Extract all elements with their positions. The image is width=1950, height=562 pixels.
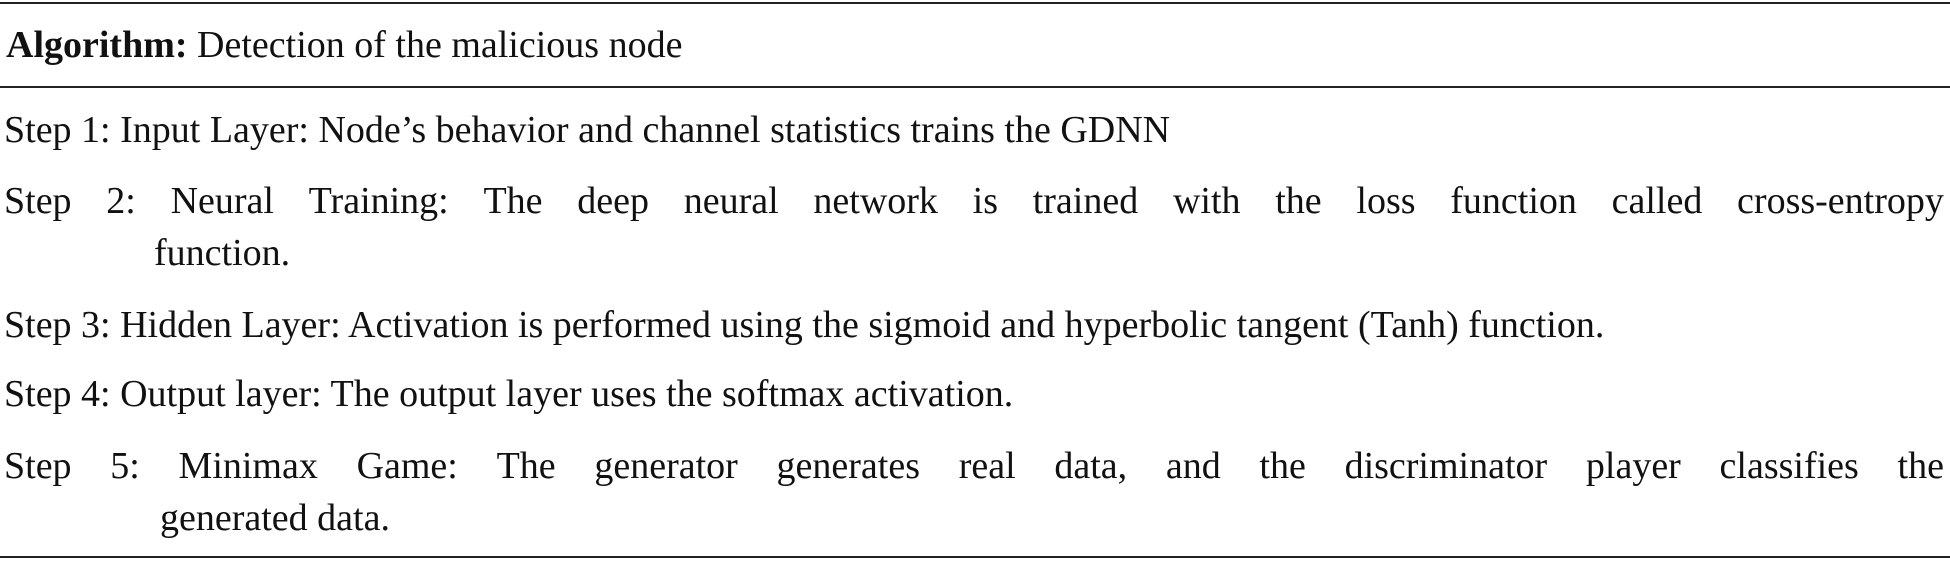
word: data, (1054, 445, 1128, 487)
step-4-line-1: Step 4: Output layer: The output layer u… (4, 373, 1014, 415)
word: real (958, 445, 1016, 487)
algorithm-header: Algorithm: Detection of the malicious no… (6, 22, 682, 68)
word: the (1275, 180, 1322, 222)
step-1: Step 1: Input Layer: Node’s behavior and… (4, 104, 1944, 156)
step-1-line-1: Step 1: Input Layer: Node’s behavior and… (4, 109, 1171, 151)
word: neural (683, 180, 779, 222)
word: The (496, 445, 556, 487)
word: 5: (110, 445, 140, 487)
word: Minimax (178, 445, 318, 487)
word: The (483, 180, 543, 222)
word: with (1172, 180, 1241, 222)
word: the (1259, 445, 1306, 487)
word: is (972, 180, 998, 222)
word: Step (4, 445, 72, 487)
word: function (1450, 180, 1577, 222)
bottom-rule (0, 556, 1950, 558)
step-4: Step 4: Output layer: The output layer u… (4, 368, 1944, 420)
word: deep (577, 180, 649, 222)
step-5-line-2: generated data. (160, 497, 390, 539)
algorithm-label: Algorithm: (6, 24, 188, 66)
word: Training: (308, 180, 449, 222)
word: generator (594, 445, 738, 487)
word: loss (1356, 180, 1416, 222)
word: player (1585, 445, 1681, 487)
algorithm-title: Detection of the malicious node (197, 24, 683, 66)
step-2-line-2: function. (154, 232, 291, 274)
word: Step (4, 180, 72, 222)
word: and (1165, 445, 1221, 487)
top-rule (0, 2, 1950, 4)
word: Neural (170, 180, 274, 222)
word: 2: (106, 180, 136, 222)
word: discriminator (1344, 445, 1548, 487)
step-3: Step 3: Hidden Layer: Activation is perf… (4, 299, 1944, 351)
header-rule (0, 86, 1950, 88)
word: classifies (1719, 445, 1859, 487)
word: called (1611, 180, 1703, 222)
word: generates (776, 445, 920, 487)
word: Game: (356, 445, 458, 487)
step-5-line-1: Step 5: Minimax Game: The generator generates r… (4, 440, 1944, 492)
step-5: Step 5: Minimax Game: The generator generates r… (4, 440, 1944, 544)
word: trained (1032, 180, 1139, 222)
step-3-line-1: Step 3: Hidden Layer: Activation is perf… (4, 304, 1605, 346)
word: cross-entropy (1737, 180, 1944, 222)
word: the (1897, 445, 1944, 487)
word: network (813, 180, 938, 222)
